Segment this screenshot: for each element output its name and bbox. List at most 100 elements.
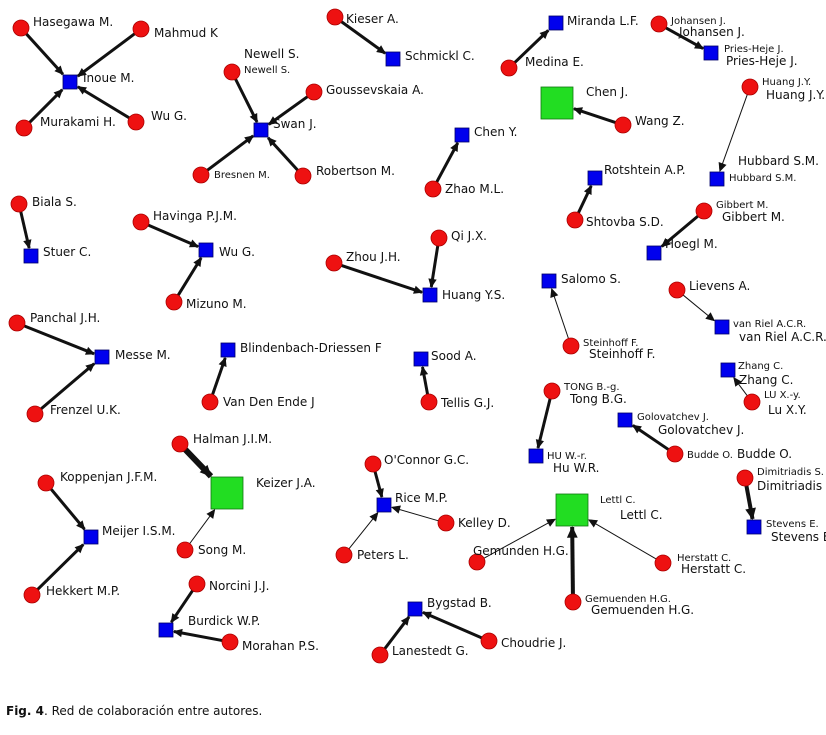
group-node-huwr[interactable]	[528, 448, 544, 464]
author-node-norcini[interactable]	[188, 575, 206, 593]
author-node-peters[interactable]	[335, 546, 353, 564]
edge-goussevskaia-swan	[267, 94, 310, 126]
group-node-cheny[interactable]	[454, 127, 470, 143]
author-node-koppenjan[interactable]	[37, 474, 55, 492]
author-node-kelley[interactable]	[437, 514, 455, 532]
arrowhead-medina-miranda	[539, 29, 549, 40]
edge-choudrie-bygstad	[422, 611, 484, 640]
node-label-lievens: Lievens A.	[689, 279, 750, 293]
edges-layer	[19, 19, 756, 651]
edge-herstatt-lettl	[588, 519, 658, 560]
author-node-qijx[interactable]	[430, 229, 448, 247]
group-node-golovatchev[interactable]	[617, 412, 633, 428]
author-node-huangjy[interactable]	[741, 78, 759, 96]
node-label-mahmud: Mahmud K	[154, 26, 219, 40]
author-node-budde[interactable]	[666, 445, 684, 463]
group-node-blindenbach[interactable]	[220, 342, 236, 358]
node-label-priesheje: Pries-Heje J.	[726, 54, 798, 68]
group-node-schmickl[interactable]	[385, 51, 401, 67]
node-label-salomo: Salomo S.	[561, 272, 621, 286]
group-node-stevens[interactable]	[746, 519, 762, 535]
node-label-gemuenden: Gemuenden H.G.	[585, 594, 671, 605]
group-node-huangys[interactable]	[422, 287, 438, 303]
author-node-medina[interactable]	[500, 59, 518, 77]
author-node-robertson[interactable]	[294, 167, 312, 185]
author-node-biala[interactable]	[10, 195, 28, 213]
author-node-tellis[interactable]	[420, 393, 438, 411]
author-node-tongbg[interactable]	[543, 382, 561, 400]
node-label-johansen: Johansen J.	[670, 16, 726, 27]
group-node-bygstad[interactable]	[407, 601, 423, 617]
node-label-priesheje: Pries-Heje J.	[724, 44, 784, 55]
author-node-halman[interactable]	[171, 435, 189, 453]
group-node-sood[interactable]	[413, 351, 429, 367]
author-node-hekkert[interactable]	[23, 586, 41, 604]
group-node-burdick[interactable]	[158, 622, 174, 638]
author-node-lanestedt[interactable]	[371, 646, 389, 664]
author-node-lievens[interactable]	[668, 281, 686, 299]
author-node-zhaoml[interactable]	[424, 180, 442, 198]
author-node-choudrie[interactable]	[480, 632, 498, 650]
author-node-gibbert[interactable]	[695, 202, 713, 220]
group-node-hubbard[interactable]	[709, 171, 725, 187]
node-label-gibbert: Gibbert M.	[722, 210, 785, 224]
group-node-miranda[interactable]	[548, 15, 564, 31]
author-node-havinga[interactable]	[132, 213, 150, 231]
author-node-wangz[interactable]	[614, 116, 632, 134]
node-label-rice: Rice M.P.	[395, 491, 448, 505]
author-node-frenzel[interactable]	[26, 405, 44, 423]
arrowhead-shtovba-rotshtein	[583, 185, 592, 196]
author-node-murakami[interactable]	[15, 119, 33, 137]
author-node-mizuno[interactable]	[165, 293, 183, 311]
author-node-herstatt[interactable]	[654, 554, 672, 572]
group-node-messe[interactable]	[94, 349, 110, 365]
author-node-shtovba[interactable]	[566, 211, 584, 229]
node-label-hubbard: Hubbard S.M.	[729, 173, 796, 184]
author-node-morahan[interactable]	[221, 633, 239, 651]
arrowhead-lievens-vanriel	[705, 312, 715, 322]
group-node-rice[interactable]	[376, 497, 392, 513]
group-node-zhangc[interactable]	[720, 362, 736, 378]
hub-node-lettl[interactable]	[555, 493, 589, 527]
group-node-swan[interactable]	[253, 122, 269, 138]
node-label-zhoujh: Zhou J.H.	[346, 250, 401, 264]
author-node-luxy[interactable]	[743, 393, 761, 411]
author-node-wug1[interactable]	[127, 113, 145, 131]
author-node-dimitriadis[interactable]	[736, 469, 754, 487]
group-node-inoue[interactable]	[62, 74, 78, 90]
node-label-medina: Medina E.	[525, 55, 584, 69]
author-node-hasegawa[interactable]	[12, 19, 30, 37]
author-node-panchal[interactable]	[8, 314, 26, 332]
arrowhead-song-keizer	[206, 509, 216, 519]
author-node-mahmud[interactable]	[132, 20, 150, 38]
author-node-oconnor[interactable]	[364, 455, 382, 473]
group-node-vanriel[interactable]	[714, 319, 730, 335]
group-node-wug2[interactable]	[198, 242, 214, 258]
arrowhead-hekkert-meijer	[74, 543, 84, 554]
hub-node-chenj[interactable]	[540, 86, 574, 120]
group-node-priesheje[interactable]	[703, 45, 719, 61]
author-node-gemuenden[interactable]	[564, 593, 582, 611]
author-node-vandenende[interactable]	[201, 393, 219, 411]
author-node-goussevskaia[interactable]	[305, 83, 323, 101]
author-node-johansen[interactable]	[650, 15, 668, 33]
group-node-salomo[interactable]	[541, 273, 557, 289]
author-node-kieser[interactable]	[326, 8, 344, 26]
node-label-qijx: Qi J.X.	[451, 229, 487, 243]
group-node-stuer[interactable]	[23, 248, 39, 264]
author-node-steinhoff[interactable]	[562, 337, 580, 355]
group-node-meijer[interactable]	[83, 529, 99, 545]
group-node-hoegl[interactable]	[646, 245, 662, 261]
node-label-budde: Budde O.	[687, 450, 733, 461]
author-node-song[interactable]	[176, 541, 194, 559]
author-node-newell[interactable]	[223, 63, 241, 81]
author-node-gemunden[interactable]	[468, 553, 486, 571]
edge-gemuenden-lettl	[570, 526, 575, 596]
node-label-zhangc: Zhang C.	[739, 373, 793, 387]
author-node-bresnen[interactable]	[192, 166, 210, 184]
hub-node-keizer[interactable]	[210, 476, 244, 510]
group-node-rotshtein[interactable]	[587, 170, 603, 186]
author-node-zhoujh[interactable]	[325, 254, 343, 272]
node-label-hubbard: Hubbard S.M.	[738, 154, 819, 168]
